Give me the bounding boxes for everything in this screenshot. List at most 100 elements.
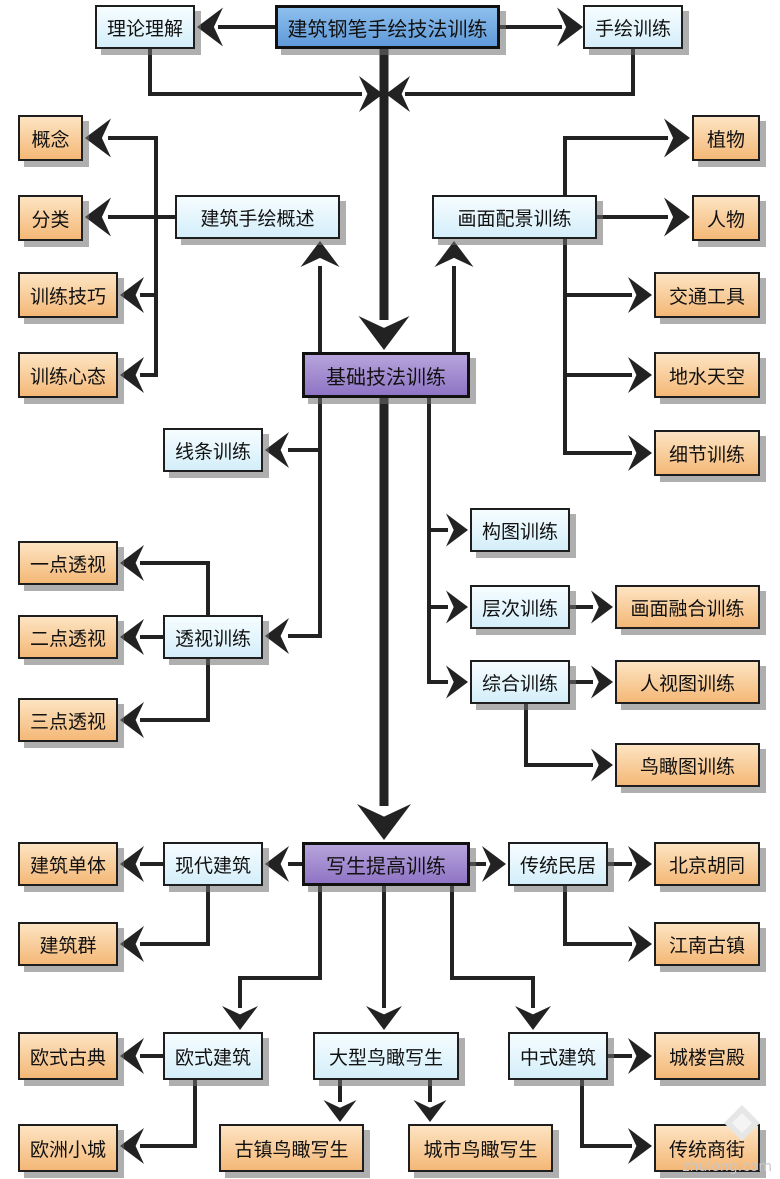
node-european-classic[interactable]: 欧式古典 bbox=[18, 1032, 118, 1080]
node-people[interactable]: 人物 bbox=[692, 195, 760, 241]
arrowhead-icon bbox=[120, 702, 144, 738]
node-chinese[interactable]: 中式建筑 bbox=[508, 1032, 608, 1080]
arrowhead-icon bbox=[628, 277, 652, 313]
node-fusion[interactable]: 画面融合训练 bbox=[615, 585, 760, 629]
arrowhead-icon bbox=[386, 76, 410, 112]
arrowhead-icon bbox=[120, 619, 144, 655]
connector-line bbox=[140, 561, 210, 615]
arrowhead-icon bbox=[120, 545, 144, 581]
arrowhead-icon bbox=[434, 241, 474, 267]
arrowhead-icon bbox=[628, 1128, 652, 1164]
node-traditional-dwelling[interactable]: 传统民居 bbox=[508, 842, 608, 886]
node-birdseye[interactable]: 鸟瞰图训练 bbox=[615, 743, 760, 787]
connector-line bbox=[238, 886, 322, 1008]
node-mindset[interactable]: 训练心态 bbox=[18, 352, 118, 398]
arrowhead-icon bbox=[197, 7, 223, 47]
arrowhead-icon bbox=[222, 1006, 258, 1030]
node-perspective[interactable]: 透视训练 bbox=[163, 615, 263, 659]
node-basic[interactable]: 基础技法训练 bbox=[302, 352, 470, 398]
node-traditional-street[interactable]: 传统商街 bbox=[654, 1124, 760, 1172]
node-modern[interactable]: 现代建筑 bbox=[163, 842, 263, 886]
node-skills[interactable]: 训练技巧 bbox=[18, 272, 118, 318]
arrowhead-icon bbox=[358, 316, 410, 350]
arrowhead-icon bbox=[664, 118, 690, 158]
node-one-point[interactable]: 一点透视 bbox=[18, 541, 118, 585]
node-single-building[interactable]: 建筑单体 bbox=[18, 842, 118, 886]
connector-line bbox=[288, 398, 322, 638]
connector-line bbox=[524, 704, 593, 767]
arrowhead-icon bbox=[85, 197, 111, 237]
arrowhead-icon bbox=[85, 118, 111, 158]
arrowhead-icon bbox=[359, 76, 383, 112]
node-lines[interactable]: 线条训练 bbox=[163, 428, 263, 472]
arrowhead-icon bbox=[120, 846, 144, 882]
node-two-point[interactable]: 二点透视 bbox=[18, 615, 118, 659]
node-scenery[interactable]: 画面配景训练 bbox=[432, 195, 597, 239]
arrowhead-icon bbox=[120, 1128, 144, 1164]
arrowhead-icon bbox=[591, 748, 613, 782]
arrowhead-icon bbox=[300, 241, 340, 267]
node-layering[interactable]: 层次训练 bbox=[470, 585, 570, 629]
node-detail[interactable]: 细节训练 bbox=[654, 430, 760, 476]
node-town-aerial[interactable]: 古镇鸟瞰写生 bbox=[219, 1124, 364, 1172]
connector-line bbox=[563, 886, 632, 946]
node-european-town[interactable]: 欧洲小城 bbox=[18, 1124, 118, 1172]
arrowhead-icon bbox=[628, 1038, 652, 1074]
arrowhead-icon bbox=[515, 1006, 551, 1030]
arrowhead-icon bbox=[628, 926, 652, 962]
connector-line bbox=[108, 136, 158, 377]
connector-line bbox=[563, 136, 668, 195]
node-category[interactable]: 分类 bbox=[18, 195, 83, 241]
arrowhead-icon bbox=[323, 1100, 357, 1122]
watermark-logo-icon bbox=[724, 1105, 760, 1141]
arrowhead-icon bbox=[265, 618, 289, 654]
node-vehicles[interactable]: 交通工具 bbox=[654, 272, 760, 318]
arrowhead-icon bbox=[482, 846, 506, 882]
connector-line bbox=[580, 1080, 632, 1148]
arrowhead-icon bbox=[591, 665, 613, 699]
arrowhead-icon bbox=[413, 1100, 447, 1122]
connector-line bbox=[563, 239, 632, 455]
arrowhead-icon bbox=[628, 435, 652, 471]
node-sketch[interactable]: 写生提高训练 bbox=[302, 842, 470, 886]
arrowhead-icon bbox=[120, 277, 144, 313]
connector-line bbox=[148, 49, 362, 96]
connector-line bbox=[140, 1080, 197, 1148]
arrowhead-icon bbox=[591, 590, 613, 624]
node-handdraw[interactable]: 手绘训练 bbox=[583, 5, 683, 49]
node-building-group[interactable]: 建筑群 bbox=[18, 922, 118, 966]
node-gate-palace[interactable]: 城楼宫殿 bbox=[654, 1032, 760, 1080]
node-composition[interactable]: 构图训练 bbox=[470, 508, 570, 552]
arrowhead-icon bbox=[120, 926, 144, 962]
arrowhead-icon bbox=[120, 357, 144, 393]
node-ground-water-sky[interactable]: 地水天空 bbox=[654, 352, 760, 398]
node-theory[interactable]: 理论理解 bbox=[95, 5, 195, 49]
node-large-aerial[interactable]: 大型鸟瞰写生 bbox=[313, 1032, 459, 1080]
arrowhead-icon bbox=[446, 590, 468, 624]
arrowhead-icon bbox=[120, 1038, 144, 1074]
node-city-aerial[interactable]: 城市鸟瞰写生 bbox=[408, 1124, 553, 1172]
arrowhead-icon bbox=[628, 357, 652, 393]
node-european[interactable]: 欧式建筑 bbox=[163, 1032, 263, 1080]
watermark-text: zhulong.com bbox=[682, 1159, 772, 1175]
arrowhead-icon bbox=[265, 432, 289, 468]
connector-line bbox=[427, 398, 448, 684]
connector-line bbox=[450, 886, 535, 1008]
arrowhead-icon bbox=[366, 1006, 402, 1030]
node-plants[interactable]: 植物 bbox=[692, 115, 760, 161]
node-overview[interactable]: 建筑手绘概述 bbox=[175, 195, 340, 239]
node-jiangnan-town[interactable]: 江南古镇 bbox=[654, 922, 760, 966]
node-comprehensive[interactable]: 综合训练 bbox=[470, 660, 570, 704]
arrowhead-icon bbox=[357, 804, 411, 840]
node-root[interactable]: 建筑钢笔手绘技法训练 bbox=[275, 5, 500, 49]
arrowhead-icon bbox=[446, 665, 468, 699]
node-concept[interactable]: 概念 bbox=[18, 115, 83, 161]
node-three-point[interactable]: 三点透视 bbox=[18, 698, 118, 742]
arrowhead-icon bbox=[664, 197, 690, 237]
node-eye-level[interactable]: 人视图训练 bbox=[615, 660, 760, 704]
node-beijing-hutong[interactable]: 北京胡同 bbox=[654, 842, 760, 886]
connector-line bbox=[140, 886, 210, 946]
arrowhead-icon bbox=[557, 7, 583, 47]
